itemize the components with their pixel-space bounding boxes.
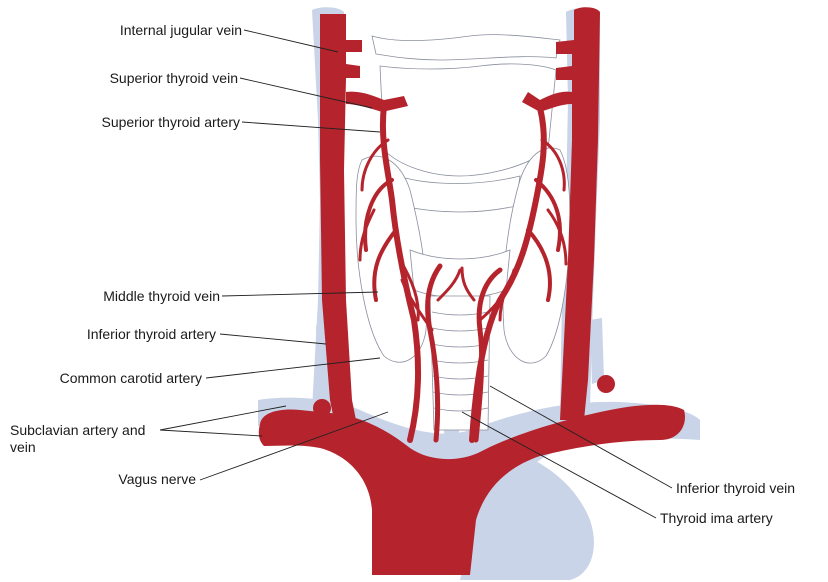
label-superior-thyroid-vein: Superior thyroid vein [110, 70, 238, 87]
leader-middle-thyroid-vein [222, 292, 378, 296]
thyroid-cartilage [380, 64, 556, 176]
label-vagus-nerve: Vagus nerve [118, 471, 196, 488]
label-subclavian-artery-and-vein: Subclavian artery and vein [10, 422, 158, 456]
hyoid-bone [372, 35, 560, 60]
larynx-thyroid-trachea [356, 35, 570, 430]
label-thyroid-ima-artery: Thyroid ima artery [660, 510, 773, 527]
cricoid-cartilage [398, 176, 520, 212]
leader-superior-thyroid-artery [242, 122, 380, 132]
label-internal-jugular-vein: Internal jugular vein [120, 22, 242, 39]
leader-inferior-thyroid-artery [220, 334, 326, 344]
label-inferior-thyroid-vein: Inferior thyroid vein [676, 480, 795, 497]
right-vein-branch [590, 318, 604, 384]
label-superior-thyroid-artery: Superior thyroid artery [101, 114, 240, 131]
label-common-carotid-artery: Common carotid artery [60, 370, 202, 387]
label-middle-thyroid-vein: Middle thyroid vein [103, 288, 220, 305]
label-inferior-thyroid-artery: Inferior thyroid artery [87, 326, 216, 343]
leader-subclavian-vein [160, 430, 262, 436]
leader-common-carotid-artery [206, 358, 380, 378]
